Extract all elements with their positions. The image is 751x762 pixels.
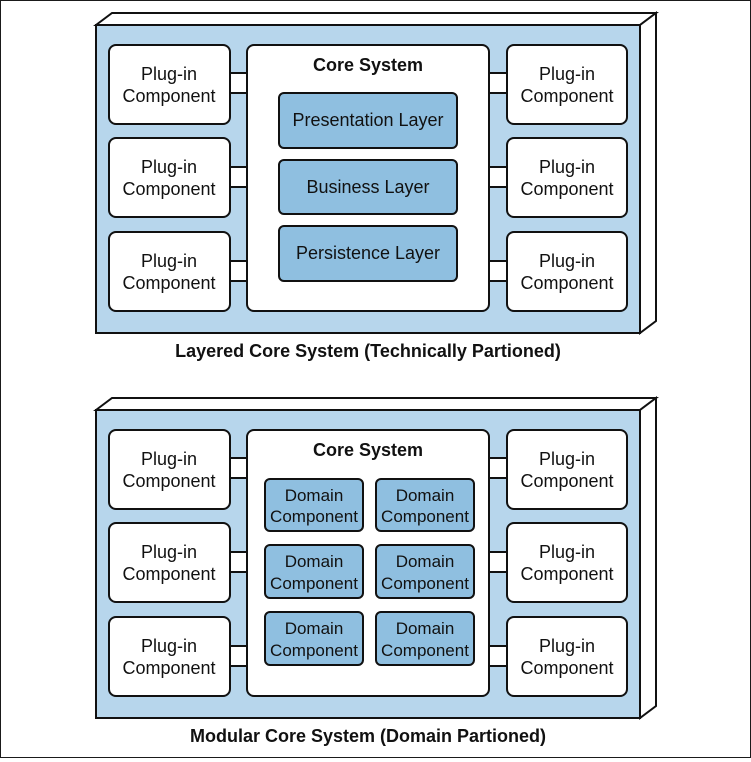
domain-label-line1: Domain <box>396 486 455 505</box>
domain-label-line1: Domain <box>396 552 455 571</box>
domain-component <box>264 478 364 532</box>
persistence-layer <box>278 225 458 282</box>
layered-core-title: Core System <box>313 55 423 75</box>
domain-label-line2: Component <box>270 641 358 660</box>
plugin-label-line1: Plug-in <box>539 64 595 84</box>
plugin-component <box>108 429 231 510</box>
plugin-label-line1: Plug-in <box>141 64 197 84</box>
plugin-label-line1: Plug-in <box>141 449 197 469</box>
plugin-label-line1: Plug-in <box>539 449 595 469</box>
layered-slab-side <box>639 11 657 335</box>
domain-label-line2: Component <box>381 507 469 526</box>
connector <box>488 551 508 573</box>
plugin-component <box>506 429 628 510</box>
domain-label-line2: Component <box>270 574 358 593</box>
business-layer <box>278 159 458 215</box>
domain-label-line1: Domain <box>285 486 344 505</box>
connector <box>488 457 508 479</box>
plugin-label-line2: Component <box>122 86 215 106</box>
plugin-label-line1: Plug-in <box>539 636 595 656</box>
plugin-label-line2: Component <box>520 86 613 106</box>
plugin-component <box>108 137 231 218</box>
layered-diagram: Core System Presentation Layer Business … <box>93 11 659 361</box>
presentation-layer-label: Presentation Layer <box>292 110 443 130</box>
plugin-label-line2: Component <box>520 273 613 293</box>
plugin-label-line1: Plug-in <box>141 636 197 656</box>
plugin-label-line2: Component <box>520 179 613 199</box>
plugin-label-line2: Component <box>122 658 215 678</box>
domain-component <box>264 611 364 666</box>
connector <box>229 72 248 94</box>
connector <box>488 72 508 94</box>
plugin-component <box>108 44 231 125</box>
domain-label-line1: Domain <box>396 619 455 638</box>
plugin-component <box>506 44 628 125</box>
domain-label-line2: Component <box>270 507 358 526</box>
connector <box>229 457 248 479</box>
connector <box>488 645 508 667</box>
plugin-label-line2: Component <box>520 658 613 678</box>
plugin-label-line1: Plug-in <box>141 251 197 271</box>
plugin-label-line2: Component <box>122 564 215 584</box>
domain-component <box>375 478 475 532</box>
connector <box>488 166 508 188</box>
plugin-label-line2: Component <box>122 471 215 491</box>
layered-slab-top <box>93 12 659 26</box>
plugin-component <box>506 522 628 603</box>
domain-label-line2: Component <box>381 574 469 593</box>
plugin-component <box>506 231 628 312</box>
connector <box>229 260 248 282</box>
modular-caption: Modular Core System (Domain Partioned) <box>190 726 546 746</box>
plugin-component <box>108 522 231 603</box>
presentation-layer <box>278 92 458 149</box>
plugin-label-line2: Component <box>520 564 613 584</box>
plugin-label-line1: Plug-in <box>141 542 197 562</box>
business-layer-label: Business Layer <box>306 177 429 197</box>
plugin-label-line2: Component <box>520 471 613 491</box>
plugin-label-line1: Plug-in <box>141 157 197 177</box>
plugin-component <box>506 137 628 218</box>
plugin-label-line1: Plug-in <box>539 157 595 177</box>
layered-caption: Layered Core System (Technically Partion… <box>175 341 561 361</box>
domain-label-line2: Component <box>381 641 469 660</box>
domain-label-line1: Domain <box>285 619 344 638</box>
connector <box>229 166 248 188</box>
plugin-component <box>108 616 231 697</box>
modular-slab-top <box>93 397 659 411</box>
plugin-label-line1: Plug-in <box>539 251 595 271</box>
plugin-label-line1: Plug-in <box>539 542 595 562</box>
domain-label-line1: Domain <box>285 552 344 571</box>
domain-component <box>375 544 475 599</box>
modular-core-title: Core System <box>313 440 423 460</box>
persistence-layer-label: Persistence Layer <box>296 243 440 263</box>
domain-component <box>375 611 475 666</box>
modular-slab-side <box>639 396 657 720</box>
domain-component <box>264 544 364 599</box>
connector <box>229 645 248 667</box>
plugin-label-line2: Component <box>122 273 215 293</box>
connector <box>229 551 248 573</box>
plugin-component <box>506 616 628 697</box>
plugin-component <box>108 231 231 312</box>
modular-diagram: Core System Domain Component Domain Comp… <box>93 396 659 746</box>
connector <box>488 260 508 282</box>
plugin-label-line2: Component <box>122 179 215 199</box>
